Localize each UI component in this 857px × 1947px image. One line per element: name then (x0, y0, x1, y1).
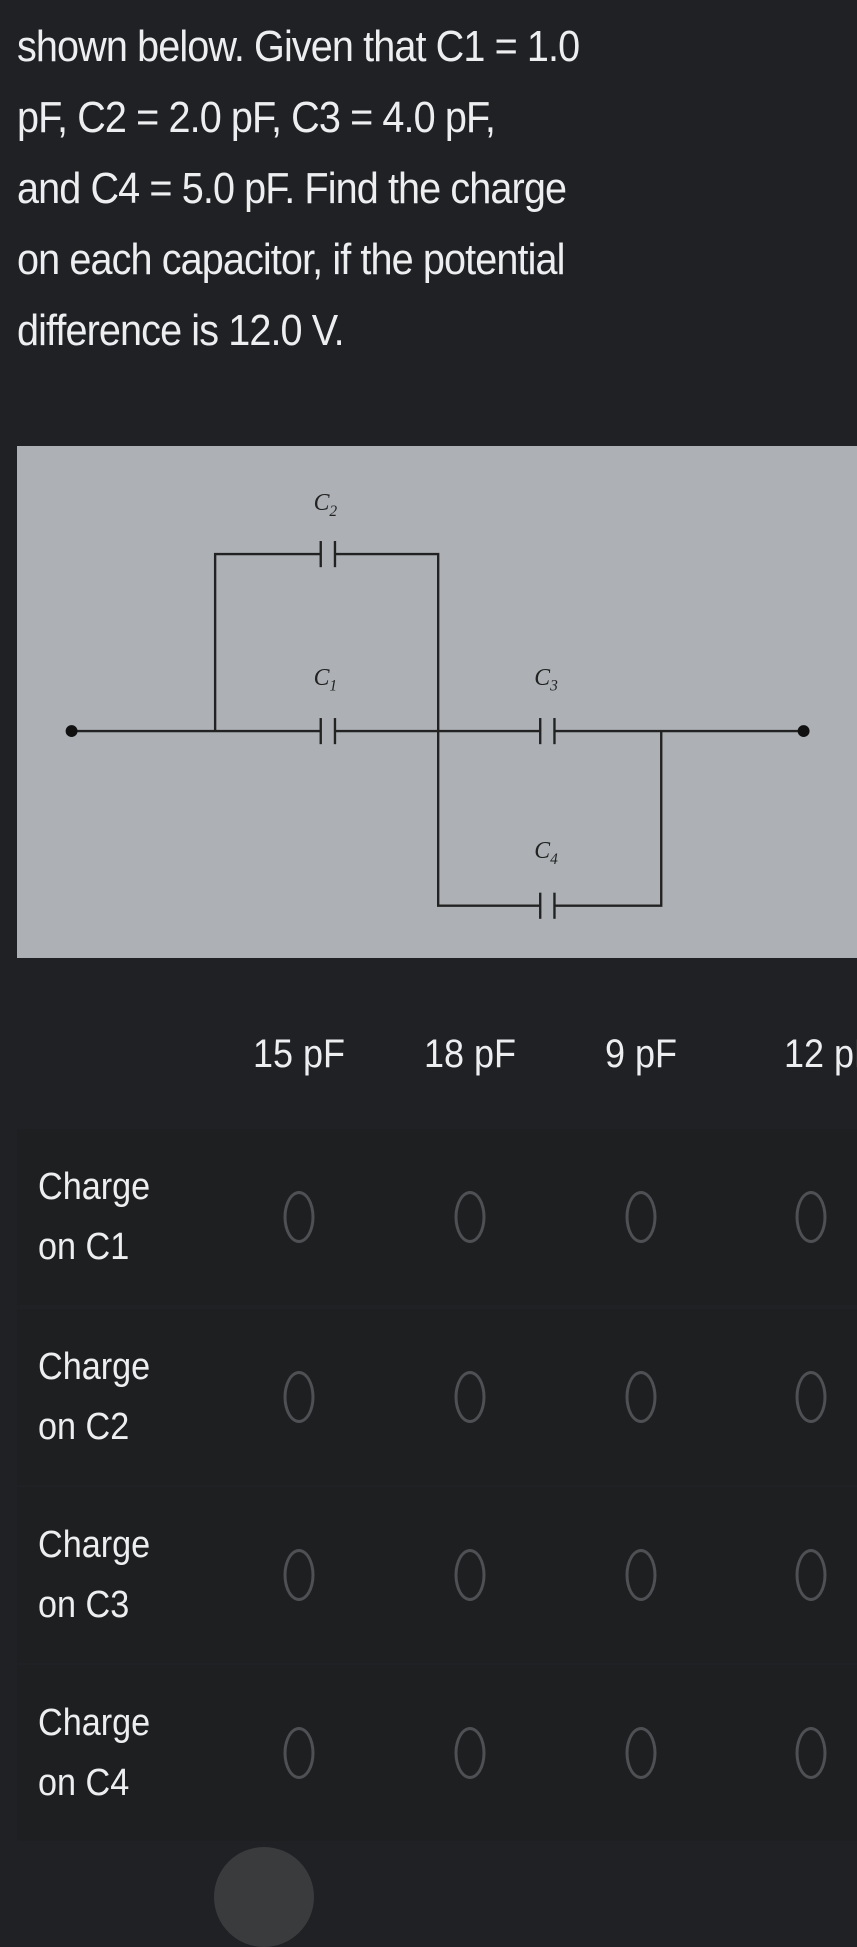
terminal-right (797, 725, 810, 738)
row-label: on C2 (38, 1406, 130, 1448)
column-header: 9 pF (604, 1032, 678, 1076)
row-label: Charge (38, 1524, 151, 1566)
radio-option[interactable] (795, 1549, 827, 1601)
question-line: pF, C2 = 2.0 pF, C3 = 4.0 pF, (17, 93, 496, 142)
row-label: on C3 (38, 1584, 130, 1626)
question-line: and C4 = 5.0 pF. Find the charge (17, 164, 567, 213)
floating-button[interactable] (214, 1847, 314, 1947)
radio-option[interactable] (454, 1727, 486, 1779)
label-c1: C1 (314, 665, 338, 695)
terminal-left (65, 725, 78, 738)
radio-option[interactable] (795, 1191, 827, 1243)
radio-option[interactable] (283, 1371, 315, 1423)
question-line: on each capacitor, if the potential (17, 235, 565, 284)
row-label: on C4 (38, 1762, 130, 1804)
radio-option[interactable] (454, 1371, 486, 1423)
row-label: Charge (38, 1166, 151, 1208)
circuit-diagram: C2 C1 C3 C4 (17, 446, 857, 958)
radio-option[interactable] (454, 1549, 486, 1601)
radio-option[interactable] (625, 1549, 657, 1601)
column-header: 12 pF (783, 1032, 857, 1076)
radio-option[interactable] (625, 1191, 657, 1243)
column-header: 18 pF (423, 1032, 517, 1076)
radio-option[interactable] (454, 1191, 486, 1243)
radio-option[interactable] (795, 1371, 827, 1423)
radio-option[interactable] (625, 1371, 657, 1423)
label-c3: C3 (534, 665, 558, 695)
column-header: 15 pF (252, 1032, 346, 1076)
radio-option[interactable] (283, 1549, 315, 1601)
circuit-svg: C2 C1 C3 C4 (65, 490, 810, 919)
row-label: Charge (38, 1346, 151, 1388)
answer-row: Charge on C3 (17, 1487, 857, 1663)
label-c4: C4 (534, 838, 558, 868)
answer-row: Charge on C4 (17, 1665, 857, 1841)
row-label: on C1 (38, 1226, 130, 1268)
label-c2: C2 (314, 490, 338, 520)
radio-option[interactable] (625, 1727, 657, 1779)
radio-option[interactable] (283, 1727, 315, 1779)
row-label: Charge (38, 1702, 151, 1744)
radio-option[interactable] (283, 1191, 315, 1243)
question-line: shown below. Given that C1 = 1.0 (17, 22, 580, 71)
radio-option[interactable] (795, 1727, 827, 1779)
question-line: difference is 12.0 V. (17, 306, 345, 355)
answer-row: Charge on C1 (17, 1129, 857, 1305)
capacitor-plates (319, 541, 556, 919)
circuit-wires (71, 552, 804, 907)
answer-row: Charge on C2 (17, 1309, 857, 1485)
